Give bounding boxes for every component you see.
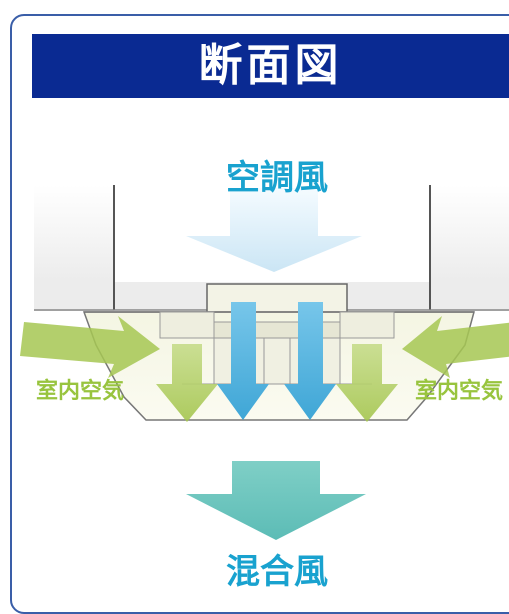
conditioned-air-label: 空調風 xyxy=(226,158,328,198)
conditioned-air-down-arrow-left xyxy=(217,302,269,420)
conditioned-air-arrow xyxy=(186,188,362,272)
cross-section-diagram xyxy=(20,185,509,540)
room-air-label-left: 室内空気 xyxy=(36,379,125,404)
title-bar xyxy=(32,34,509,98)
room-air-label-right: 室内空気 xyxy=(415,379,504,404)
mixed-air-arrow xyxy=(186,461,366,540)
room-air-down-arrow-left xyxy=(156,344,218,422)
unit-top xyxy=(206,283,348,315)
room-air-down-arrow-right xyxy=(336,344,398,422)
conditioned-air-down-arrow-right xyxy=(284,302,336,420)
room-air-inflow-right-arrow xyxy=(402,316,509,378)
page-title: 断面図 xyxy=(198,40,343,91)
mixed-air-label: 混合風 xyxy=(226,552,328,592)
room-air-inflow-left-arrow xyxy=(20,316,160,378)
